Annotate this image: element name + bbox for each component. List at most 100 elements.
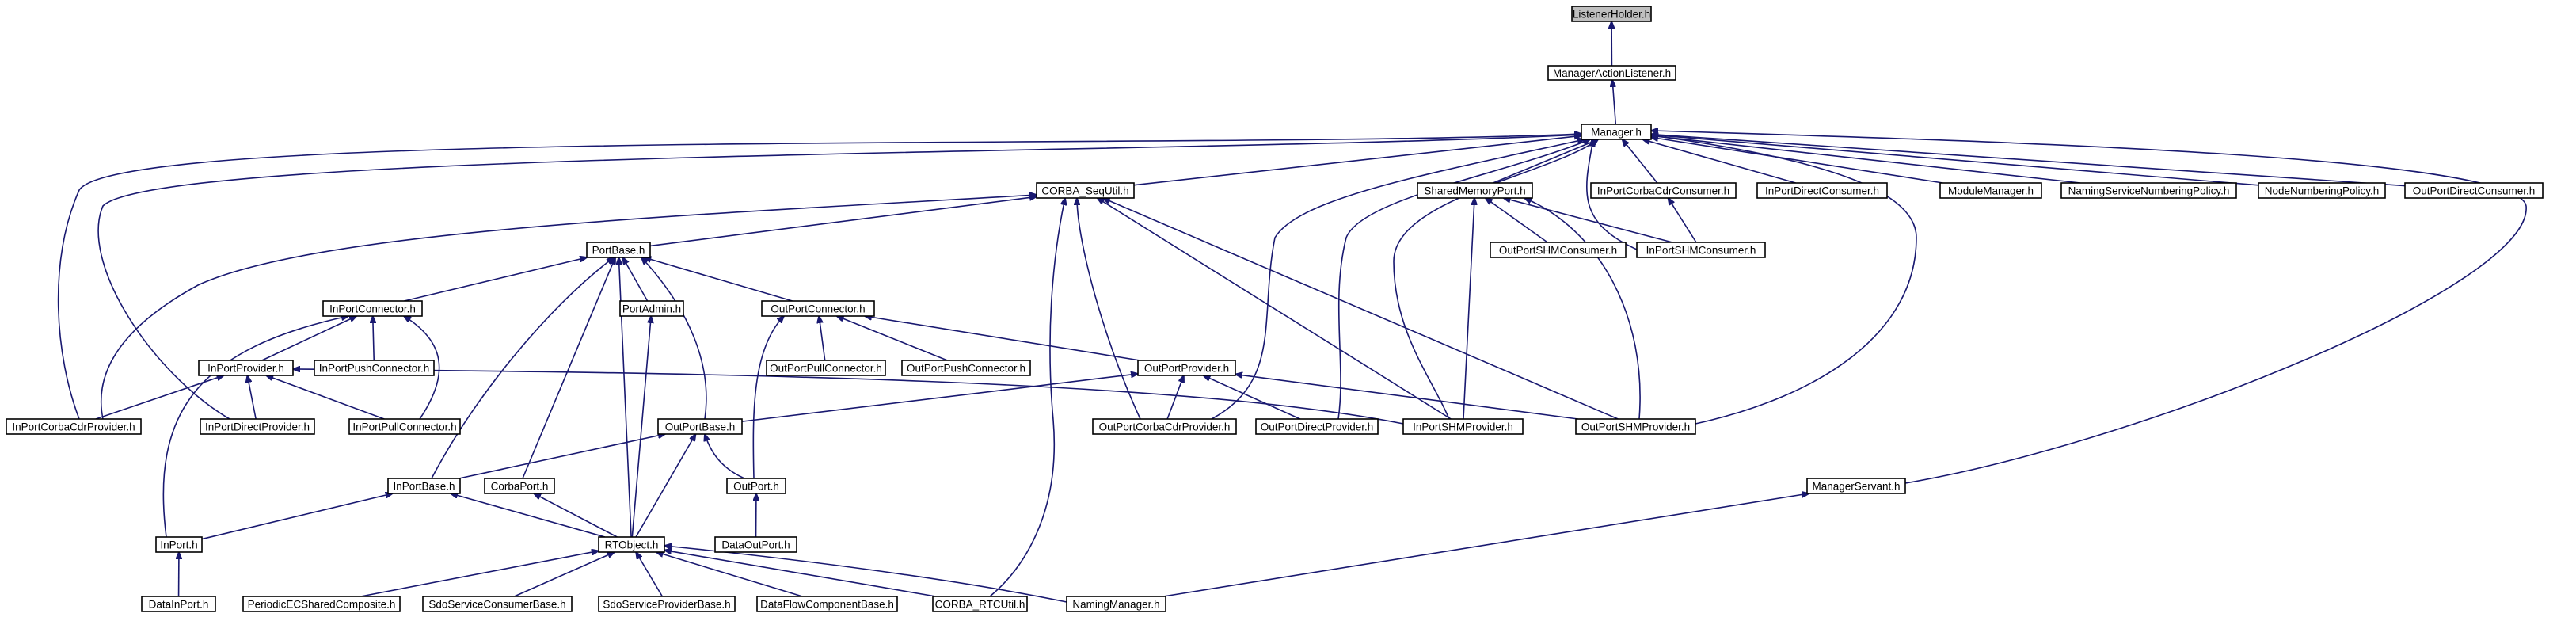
edge-InPortSHMProvider-to-Manager bbox=[1393, 139, 1598, 420]
edge-ManagerServant-to-Manager bbox=[1651, 131, 2527, 484]
edge-InPortCorbaCdrProvider-to-InPortProvider bbox=[95, 375, 224, 420]
node-label: DataFlowComponentBase.h bbox=[760, 599, 894, 611]
node-box bbox=[1581, 124, 1652, 140]
node-label: InPortConnector.h bbox=[329, 303, 416, 315]
edge-OutPortSHMConsumer-to-SharedMemoryPort bbox=[1486, 198, 1548, 243]
node-outportcorbacdrprovider[interactable]: OutPortCorbaCdrProvider.h bbox=[1092, 418, 1237, 435]
node-label: InPortSHMConsumer.h bbox=[1646, 245, 1756, 257]
edge-OutPortDirectConsumer-to-Manager bbox=[1651, 135, 2406, 187]
edge-OutPortProvider-to-OutPortConnector bbox=[865, 316, 1140, 361]
edge-InPortPushConnector-to-InPortConnector bbox=[373, 316, 374, 361]
node-sdoserviceproviderbase[interactable]: SdoServiceProviderBase.h bbox=[598, 596, 736, 612]
node-label: CORBA_RTCUtil.h bbox=[935, 599, 1025, 611]
node-box bbox=[932, 596, 1028, 612]
node-outportpushconnector[interactable]: OutPortPushConnector.h bbox=[901, 360, 1031, 376]
edge-OutPortPushConnector-to-OutPortConnector bbox=[837, 316, 948, 361]
node-box bbox=[200, 418, 315, 435]
node-box bbox=[598, 536, 665, 553]
node-box bbox=[1756, 182, 1888, 199]
node-corba-rtcutil[interactable]: CORBA_RTCUtil.h bbox=[932, 596, 1028, 612]
edge-SdoServiceConsumerBase-to-RTObject bbox=[514, 552, 615, 597]
node-rtobject[interactable]: RTObject.h bbox=[598, 536, 665, 553]
edge-CorbaPort-to-PortBase bbox=[522, 257, 615, 479]
node-inportshmprovider[interactable]: InPortSHMProvider.h bbox=[1402, 418, 1524, 435]
node-label: InPortPullConnector.h bbox=[352, 421, 456, 433]
node-box bbox=[756, 596, 898, 612]
node-inportprovider[interactable]: InPortProvider.h bbox=[198, 360, 294, 376]
node-dataflowcomponentbase[interactable]: DataFlowComponentBase.h bbox=[756, 596, 898, 612]
edge-layer bbox=[57, 21, 2527, 603]
node-inportcorbacdrconsumer[interactable]: InPortCorbaCdrConsumer.h bbox=[1590, 182, 1737, 199]
node-box bbox=[198, 360, 294, 376]
node-managerservant[interactable]: ManagerServant.h bbox=[1806, 478, 1906, 494]
node-corba-sequtil[interactable]: CORBA_SeqUtil.h bbox=[1036, 182, 1135, 199]
node-label: InPortDirectConsumer.h bbox=[1765, 185, 1879, 197]
node-box bbox=[1575, 418, 1696, 435]
edge-OutPortCorbaCdrProvider-to-CORBA_SeqUtil bbox=[1077, 198, 1141, 420]
edge-ModuleManager-to-Manager bbox=[1651, 137, 1943, 184]
node-inport[interactable]: InPort.h bbox=[155, 536, 203, 553]
node-label: InPortPushConnector.h bbox=[319, 363, 430, 375]
node-label: OutPortPullConnector.h bbox=[770, 363, 882, 375]
node-label: OutPortCorbaCdrProvider.h bbox=[1099, 421, 1231, 433]
node-outportshmconsumer[interactable]: OutPortSHMConsumer.h bbox=[1490, 242, 1627, 258]
node-outport[interactable]: OutPort.h bbox=[726, 478, 786, 494]
edge-OutPortDirectProvider-to-OutPortProvider bbox=[1204, 375, 1301, 420]
node-label: OutPortBase.h bbox=[665, 421, 736, 433]
node-inportshmconsumer[interactable]: InPortSHMConsumer.h bbox=[1636, 242, 1766, 258]
node-label: PortAdmin.h bbox=[622, 303, 681, 315]
node-outportconnector[interactable]: OutPortConnector.h bbox=[761, 300, 875, 317]
node-portadmin[interactable]: PortAdmin.h bbox=[619, 300, 684, 317]
edge-InPortBase-to-PortBase bbox=[431, 257, 614, 479]
node-datainport[interactable]: DataInPort.h bbox=[141, 596, 216, 612]
node-label: InPortSHMProvider.h bbox=[1413, 421, 1513, 433]
node-outportbase[interactable]: OutPortBase.h bbox=[657, 418, 743, 435]
edge-InPortSHMProvider-to-InPortProvider bbox=[293, 369, 1404, 425]
node-box bbox=[322, 300, 423, 317]
node-nodenumberingpolicy[interactable]: NodeNumberingPolicy.h bbox=[2258, 182, 2386, 199]
node-box bbox=[619, 300, 684, 317]
node-manageractionlistener[interactable]: ManagerActionListener.h bbox=[1547, 65, 1676, 81]
node-box bbox=[484, 478, 555, 494]
node-inportpushconnector[interactable]: InPortPushConnector.h bbox=[314, 360, 435, 376]
edge-NamingManager-to-ManagerServant bbox=[1162, 493, 1809, 597]
node-outportprovider[interactable]: OutPortProvider.h bbox=[1137, 360, 1236, 376]
node-periodicecsharedcomposite[interactable]: PeriodicECSharedComposite.h bbox=[242, 596, 401, 612]
node-inportbase[interactable]: InPortBase.h bbox=[387, 478, 461, 494]
edge-InPortDirectConsumer-to-Manager bbox=[1642, 139, 1796, 184]
edge-InPort-to-InPortBase bbox=[201, 493, 393, 540]
node-outportshmprovider[interactable]: OutPortSHMProvider.h bbox=[1575, 418, 1696, 435]
node-outportdirectprovider[interactable]: OutPortDirectProvider.h bbox=[1255, 418, 1379, 435]
edge-CORBA_SeqUtil-to-Manager bbox=[1133, 135, 1581, 186]
node-outportdirectconsumer[interactable]: OutPortDirectConsumer.h bbox=[2404, 182, 2544, 199]
edge-InPort-to-InPortConnector bbox=[162, 316, 348, 538]
node-sdoserviceconsumerbase[interactable]: SdoServiceConsumerBase.h bbox=[422, 596, 573, 612]
node-modulemanager[interactable]: ModuleManager.h bbox=[1939, 182, 2042, 199]
node-inportcorbacdrprovider[interactable]: InPortCorbaCdrProvider.h bbox=[6, 418, 142, 435]
node-inportconnector[interactable]: InPortConnector.h bbox=[322, 300, 423, 317]
node-dataoutport[interactable]: DataOutPort.h bbox=[714, 536, 797, 553]
edge-OutPortConnector-to-PortBase bbox=[644, 257, 793, 302]
node-label: OutPort.h bbox=[733, 481, 779, 493]
node-box bbox=[387, 478, 461, 494]
node-sharedmemoryport[interactable]: SharedMemoryPort.h bbox=[1417, 182, 1533, 199]
node-box bbox=[1806, 478, 1906, 494]
node-listenerholder[interactable]: ListenerHolder.h bbox=[1571, 6, 1652, 22]
node-inportdirectconsumer[interactable]: InPortDirectConsumer.h bbox=[1756, 182, 1888, 199]
node-inportpullconnector[interactable]: InPortPullConnector.h bbox=[348, 418, 461, 435]
node-box bbox=[1490, 242, 1627, 258]
node-namingservicenumberingpolicy[interactable]: NamingServiceNumberingPolicy.h bbox=[2060, 182, 2237, 199]
node-outportpullconnector[interactable]: OutPortPullConnector.h bbox=[766, 360, 886, 376]
node-portbase[interactable]: PortBase.h bbox=[586, 242, 651, 258]
node-corbaport[interactable]: CorbaPort.h bbox=[484, 478, 555, 494]
node-inportdirectprovider[interactable]: InPortDirectProvider.h bbox=[200, 418, 315, 435]
node-label: SdoServiceProviderBase.h bbox=[603, 599, 730, 611]
node-manager[interactable]: Manager.h bbox=[1581, 124, 1652, 140]
edge-SdoServiceProviderBase-to-RTObject bbox=[636, 552, 664, 597]
edge-InPortBase-to-OutPortBase bbox=[459, 434, 665, 479]
node-box bbox=[348, 418, 461, 435]
edge-InPortCorbaCdrConsumer-to-Manager bbox=[1623, 139, 1658, 184]
node-namingmanager[interactable]: NamingManager.h bbox=[1066, 596, 1166, 612]
edge-OutPortDirectProvider-to-Manager bbox=[1337, 139, 1590, 420]
